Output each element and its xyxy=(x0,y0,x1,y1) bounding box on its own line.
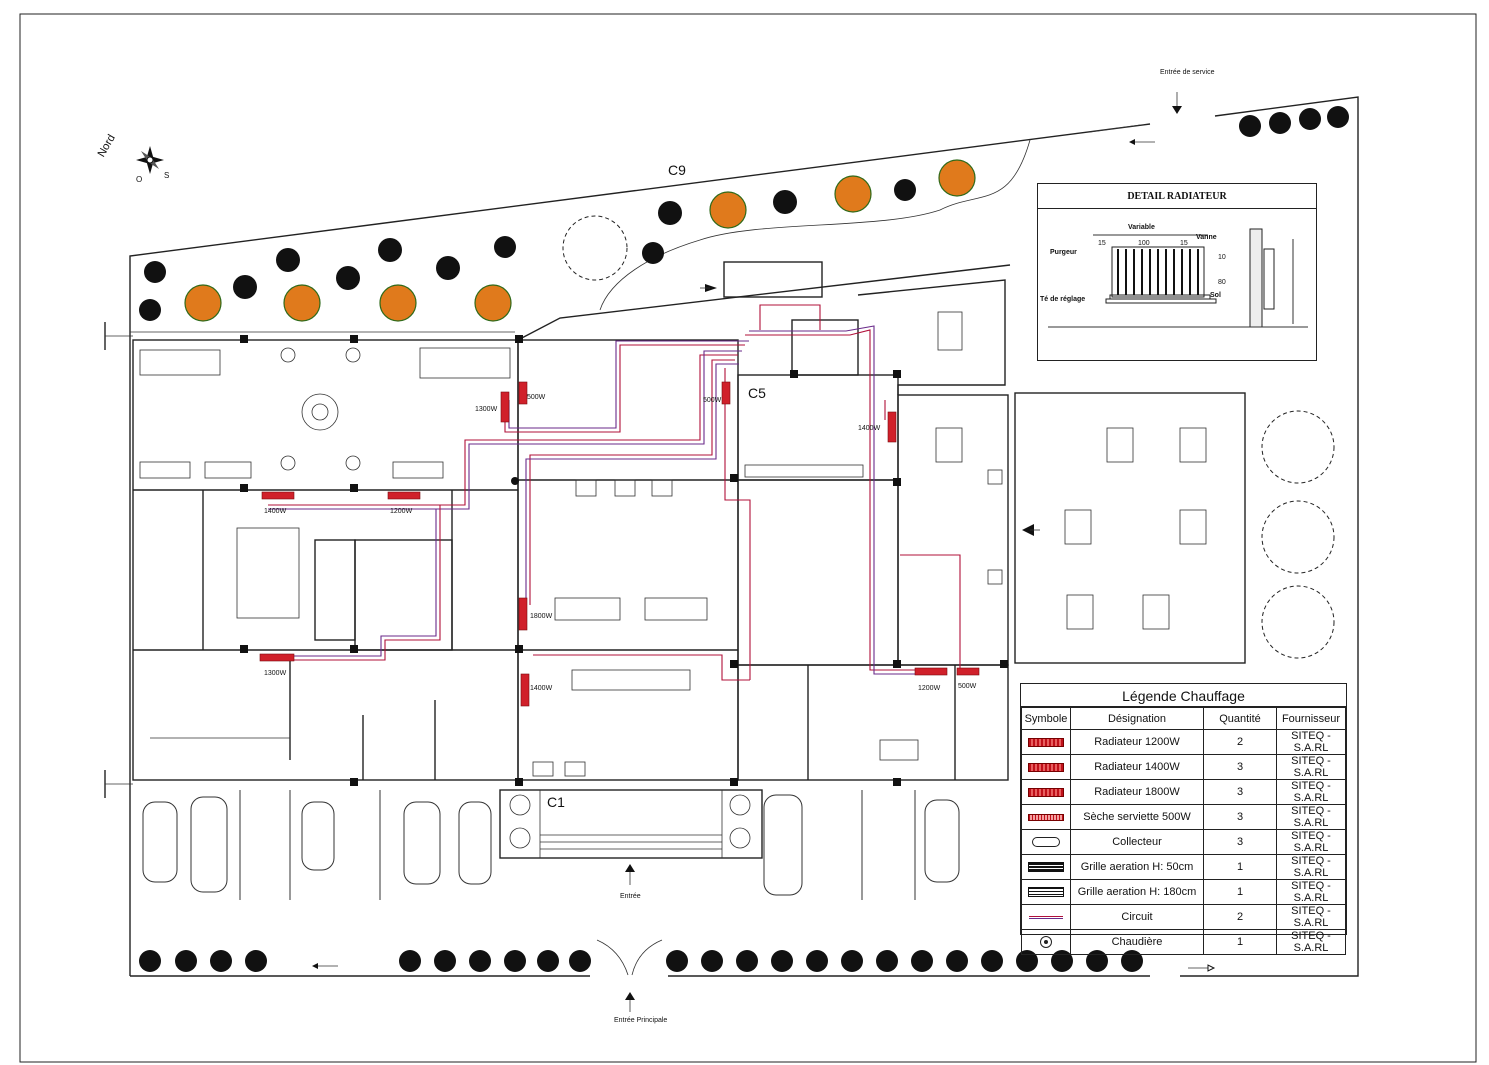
legend-row: Radiateur 1400W 3 SITEQ - S.A.RL xyxy=(1021,754,1346,781)
svg-text:1300W: 1300W xyxy=(475,406,498,413)
circuit-line-icon xyxy=(1021,904,1071,931)
heating-circuit xyxy=(265,304,961,681)
zone-label-c1: C1 xyxy=(547,794,565,810)
boiler-icon xyxy=(1021,929,1071,956)
legend-header-quantity: Quantité xyxy=(1203,706,1277,731)
north-trees xyxy=(139,106,1349,321)
legend-row: Chaudière 1 SITEQ - S.A.RL xyxy=(1021,929,1346,956)
svg-text:1400W: 1400W xyxy=(264,508,287,515)
towel-dryer-icon xyxy=(1021,804,1071,831)
legend-table: Symbole Désignation Quantité Fournisseur… xyxy=(1021,706,1346,956)
vent-grille-50-icon xyxy=(1021,854,1071,881)
radiator-icon xyxy=(387,491,421,500)
svg-text:1800W: 1800W xyxy=(530,613,553,620)
collector-icon xyxy=(1021,829,1071,856)
svg-text:15: 15 xyxy=(1180,240,1188,247)
svg-text:1400W: 1400W xyxy=(530,685,553,692)
svg-text:1400W: 1400W xyxy=(858,425,881,432)
svg-text:Entrée: Entrée xyxy=(620,893,641,900)
svg-text:1300W: 1300W xyxy=(264,670,287,677)
radiator-1400-icon xyxy=(1021,754,1071,781)
svg-text:500W: 500W xyxy=(527,394,546,401)
columns xyxy=(240,335,1008,786)
radiator-icon xyxy=(887,411,897,443)
svg-text:80: 80 xyxy=(1218,279,1226,286)
radiator-icon xyxy=(518,381,528,405)
zone-label-c9: C9 xyxy=(668,162,686,178)
detail-label-te: Té de réglage xyxy=(1040,296,1085,303)
legend-row: Grille aeration H: 180cm 1 SITEQ - S.A.R… xyxy=(1021,879,1346,906)
radiators xyxy=(259,381,980,707)
zone-label-c5: C5 xyxy=(748,385,766,401)
site-boundary xyxy=(129,96,1359,977)
north-label: Nord xyxy=(96,133,118,160)
south-trees xyxy=(139,950,1216,972)
svg-text:100: 100 xyxy=(1138,240,1150,247)
legend-row: Sèche serviette 500W 3 SITEQ - S.A.RL xyxy=(1021,804,1346,831)
legend-header-designation: Désignation xyxy=(1070,706,1204,731)
furniture xyxy=(139,311,963,777)
detail-label-vanne: Vanne xyxy=(1196,234,1217,241)
legend-row: Collecteur 3 SITEQ - S.A.RL xyxy=(1021,829,1346,856)
radiator-1200-icon xyxy=(1021,729,1071,756)
terrace xyxy=(935,392,1246,664)
svg-text:1200W: 1200W xyxy=(390,508,413,515)
radiator-icon xyxy=(518,597,528,631)
radiator-1800-icon xyxy=(1021,779,1071,806)
svg-text:1200W: 1200W xyxy=(918,685,941,692)
radiator-icon xyxy=(259,653,295,662)
radiator-icon xyxy=(261,491,295,500)
building-walls xyxy=(132,261,1011,781)
radiator-icon xyxy=(721,381,731,405)
vent-grille-180-icon xyxy=(1021,879,1071,906)
service-entrance: Entrée de service xyxy=(1129,69,1215,145)
radiator-icon xyxy=(520,673,530,707)
radiator-detail-drawing: Variable Purgeur Vanne Té de réglage Sol… xyxy=(1040,224,1308,328)
svg-text:Entrée Principale: Entrée Principale xyxy=(614,1017,667,1024)
main-entrance-steps xyxy=(499,789,763,859)
detail-title: DETAIL RADIATEUR xyxy=(1038,184,1316,209)
north-arrow-icon: O S xyxy=(136,146,169,184)
legend-row: Grille aeration H: 50cm 1 SITEQ - S.A.RL xyxy=(1021,854,1346,881)
heating-legend: Légende Chauffage Symbole Désignation Qu… xyxy=(1020,683,1347,956)
legend-row: Radiateur 1800W 3 SITEQ - S.A.RL xyxy=(1021,779,1346,806)
legend-header-supplier: Fournisseur xyxy=(1276,706,1346,731)
flower-bushes xyxy=(184,159,976,322)
ornamental-trees xyxy=(562,215,1335,659)
radiator-icon xyxy=(914,667,948,676)
parking-cars xyxy=(142,790,960,900)
svg-text:500W: 500W xyxy=(958,683,977,690)
svg-text:Entrée de service: Entrée de service xyxy=(1160,69,1215,76)
svg-text:500W: 500W xyxy=(703,397,722,404)
legend-row: Radiateur 1200W 2 SITEQ - S.A.RL xyxy=(1021,729,1346,756)
svg-text:S: S xyxy=(164,171,169,180)
radiator-icon xyxy=(500,391,510,423)
radiator-icon xyxy=(956,667,980,676)
principal-entry: Entrée Principale xyxy=(596,939,667,1024)
legend-title: Légende Chauffage xyxy=(1021,684,1346,707)
svg-text:15: 15 xyxy=(1098,240,1106,247)
detail-label-variable: Variable xyxy=(1128,224,1155,231)
detail-label-sol: Sol xyxy=(1210,292,1221,299)
main-entry: Entrée xyxy=(620,864,641,900)
perimeter-markers xyxy=(104,284,717,798)
garden-path xyxy=(599,139,1031,311)
legend-header-symbol: Symbole xyxy=(1021,706,1071,731)
radiator-detail-panel: DETAIL RADIATEUR Variable Purgeur Vanne … xyxy=(1037,183,1317,361)
sheet-border xyxy=(19,13,1477,1063)
legend-row: Circuit 2 SITEQ - S.A.RL xyxy=(1021,904,1346,931)
svg-text:O: O xyxy=(136,175,142,184)
radiator-labels: 1300W 500W 500W 1400W 1400W 1200W 1800W … xyxy=(264,394,977,692)
detail-label-purgeur: Purgeur xyxy=(1050,249,1077,256)
svg-text:10: 10 xyxy=(1218,254,1226,261)
